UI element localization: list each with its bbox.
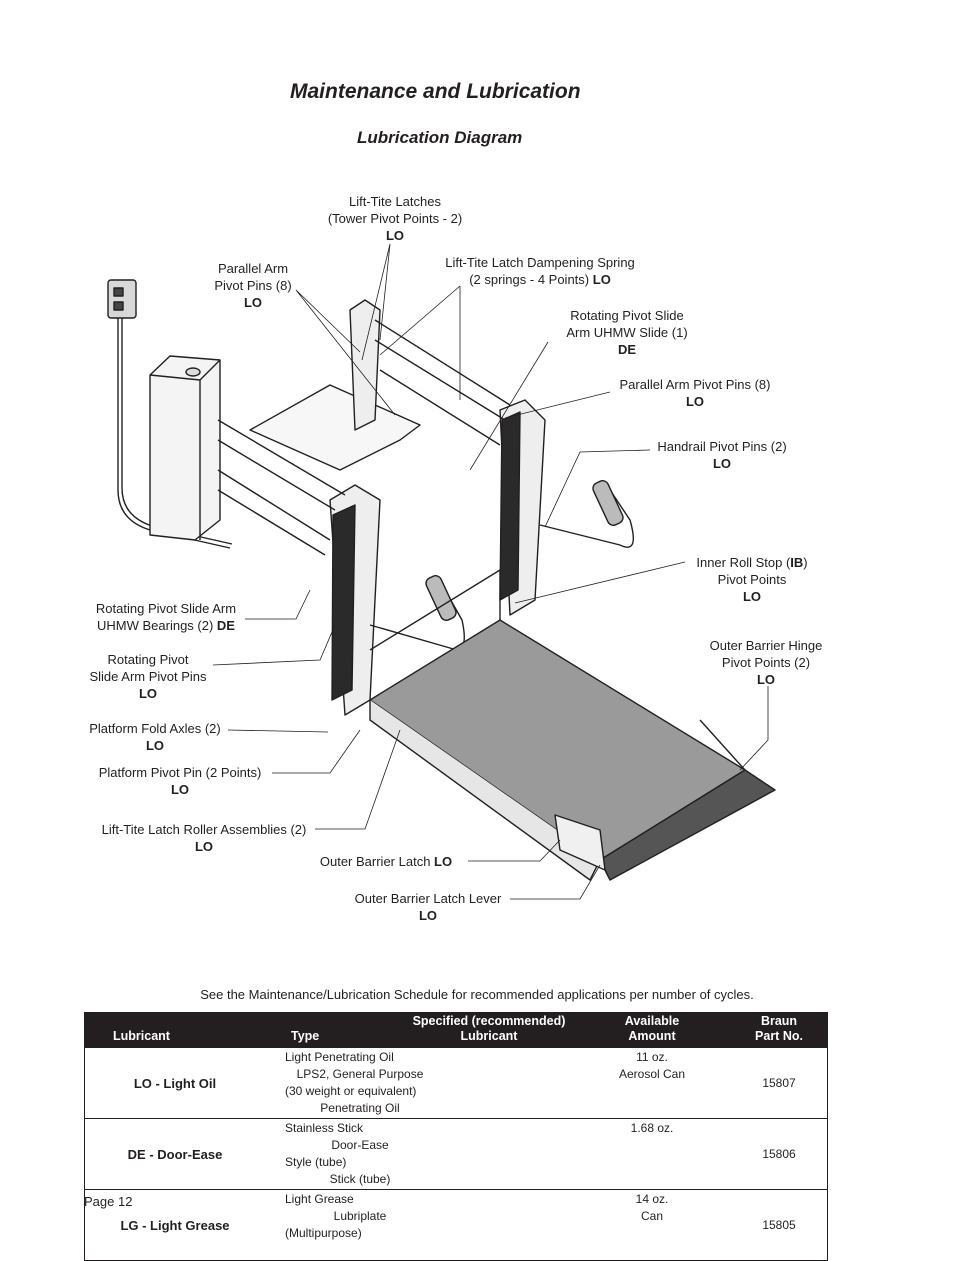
label-outer-barrier-latch: Outer Barrier Latch LO bbox=[319, 854, 453, 869]
label-parallel-arm-right: Parallel Arm Pivot Pins (8) LO bbox=[619, 377, 771, 409]
schedule-note: See the Maintenance/Lubrication Schedule… bbox=[200, 987, 754, 1002]
outer-barrier-latch-plate bbox=[554, 814, 606, 871]
col-available: Available Amount bbox=[573, 1012, 731, 1048]
label-platform-fold-axles: Platform Fold Axles (2) LO bbox=[89, 721, 221, 753]
label-rotating-bearings: Rotating Pivot Slide Arm UHMW Bearings (… bbox=[95, 601, 237, 633]
available-amount: 11 oz. Aerosol Can bbox=[573, 1047, 731, 1119]
lubricant-type: Stainless StickDoor-Ease Style (tube)Sti… bbox=[265, 1118, 573, 1190]
label-rotating-pivot-slide: Rotating Pivot Slide Arm UHMW Slide (1) … bbox=[566, 308, 688, 357]
label-handrail-pivot: Handrail Pivot Pins (2) LO bbox=[657, 439, 787, 471]
section-subtitle: Lubrication Diagram bbox=[357, 128, 523, 147]
page-title: Maintenance and Lubrication bbox=[290, 80, 581, 103]
col-type: Type bbox=[265, 1012, 405, 1048]
label-parallel-arm-left: Parallel Arm Pivot Pins (8) LO bbox=[214, 261, 292, 310]
lubricant-name: DE - Door-Ease bbox=[84, 1118, 265, 1190]
part-number: 15807 bbox=[731, 1047, 828, 1119]
label-lift-tite-latches: Lift-Tite Latches (Tower Pivot Points - … bbox=[327, 194, 463, 243]
lift-illustration bbox=[107, 243, 776, 900]
left-tower bbox=[217, 419, 381, 716]
lubricant-type: Light GreaseLubriplate (Multipurpose) bbox=[265, 1189, 573, 1261]
part-number: 15805 bbox=[731, 1189, 828, 1261]
table-row: LG - Light Grease Light GreaseLubriplate… bbox=[84, 1189, 828, 1261]
lubricant-type: Light Penetrating OilLPS2, General Purpo… bbox=[265, 1047, 573, 1119]
page-number: Page 12 bbox=[84, 1194, 133, 1209]
right-handrail-grip bbox=[592, 480, 624, 526]
available-amount: 1.68 oz. bbox=[573, 1118, 731, 1190]
platform bbox=[369, 569, 746, 881]
right-handrail bbox=[539, 489, 634, 548]
right-tower bbox=[349, 299, 546, 616]
outer-barrier bbox=[599, 769, 776, 881]
label-outer-barrier-latch-lever: Outer Barrier Latch Lever LO bbox=[354, 891, 502, 923]
part-number: 15806 bbox=[731, 1118, 828, 1190]
col-braun: Braun Part No. bbox=[731, 1012, 828, 1048]
table-row: DE - Door-Ease Stainless StickDoor-Ease … bbox=[84, 1118, 828, 1190]
left-handrail-grip bbox=[425, 575, 457, 621]
rear-floor-plate bbox=[249, 384, 421, 471]
col-lubricant: Lubricant bbox=[84, 1012, 265, 1048]
label-inner-roll-stop: Inner Roll Stop (IB) Pivot Points LO bbox=[696, 555, 808, 604]
table-header-row: Lubricant Type Specified (recommended) L… bbox=[84, 1012, 828, 1048]
label-roller-assemblies: Lift-Tite Latch Roller Assemblies (2) LO bbox=[101, 822, 307, 854]
col-specified: Specified (recommended) Lubricant bbox=[405, 1012, 573, 1048]
lubricant-name: LO - Light Oil bbox=[84, 1047, 265, 1119]
label-platform-pivot-pin: Platform Pivot Pin (2 Points) LO bbox=[98, 765, 262, 797]
available-amount: 14 oz. Can bbox=[573, 1189, 731, 1261]
pump-enclosure bbox=[149, 355, 221, 541]
label-outer-barrier-hinge: Outer Barrier Hinge Pivot Points (2) LO bbox=[709, 638, 823, 687]
leader-lines bbox=[212, 243, 769, 900]
label-rotating-pivot-pins: Rotating Pivot Slide Arm Pivot Pins LO bbox=[89, 652, 207, 701]
lubricant-table: Lubricant Type Specified (recommended) L… bbox=[84, 1012, 828, 1261]
table-row: LO - Light Oil Light Penetrating OilLPS2… bbox=[84, 1047, 828, 1119]
label-dampening-spring: Lift-Tite Latch Dampening Spring (2 spri… bbox=[445, 255, 635, 287]
